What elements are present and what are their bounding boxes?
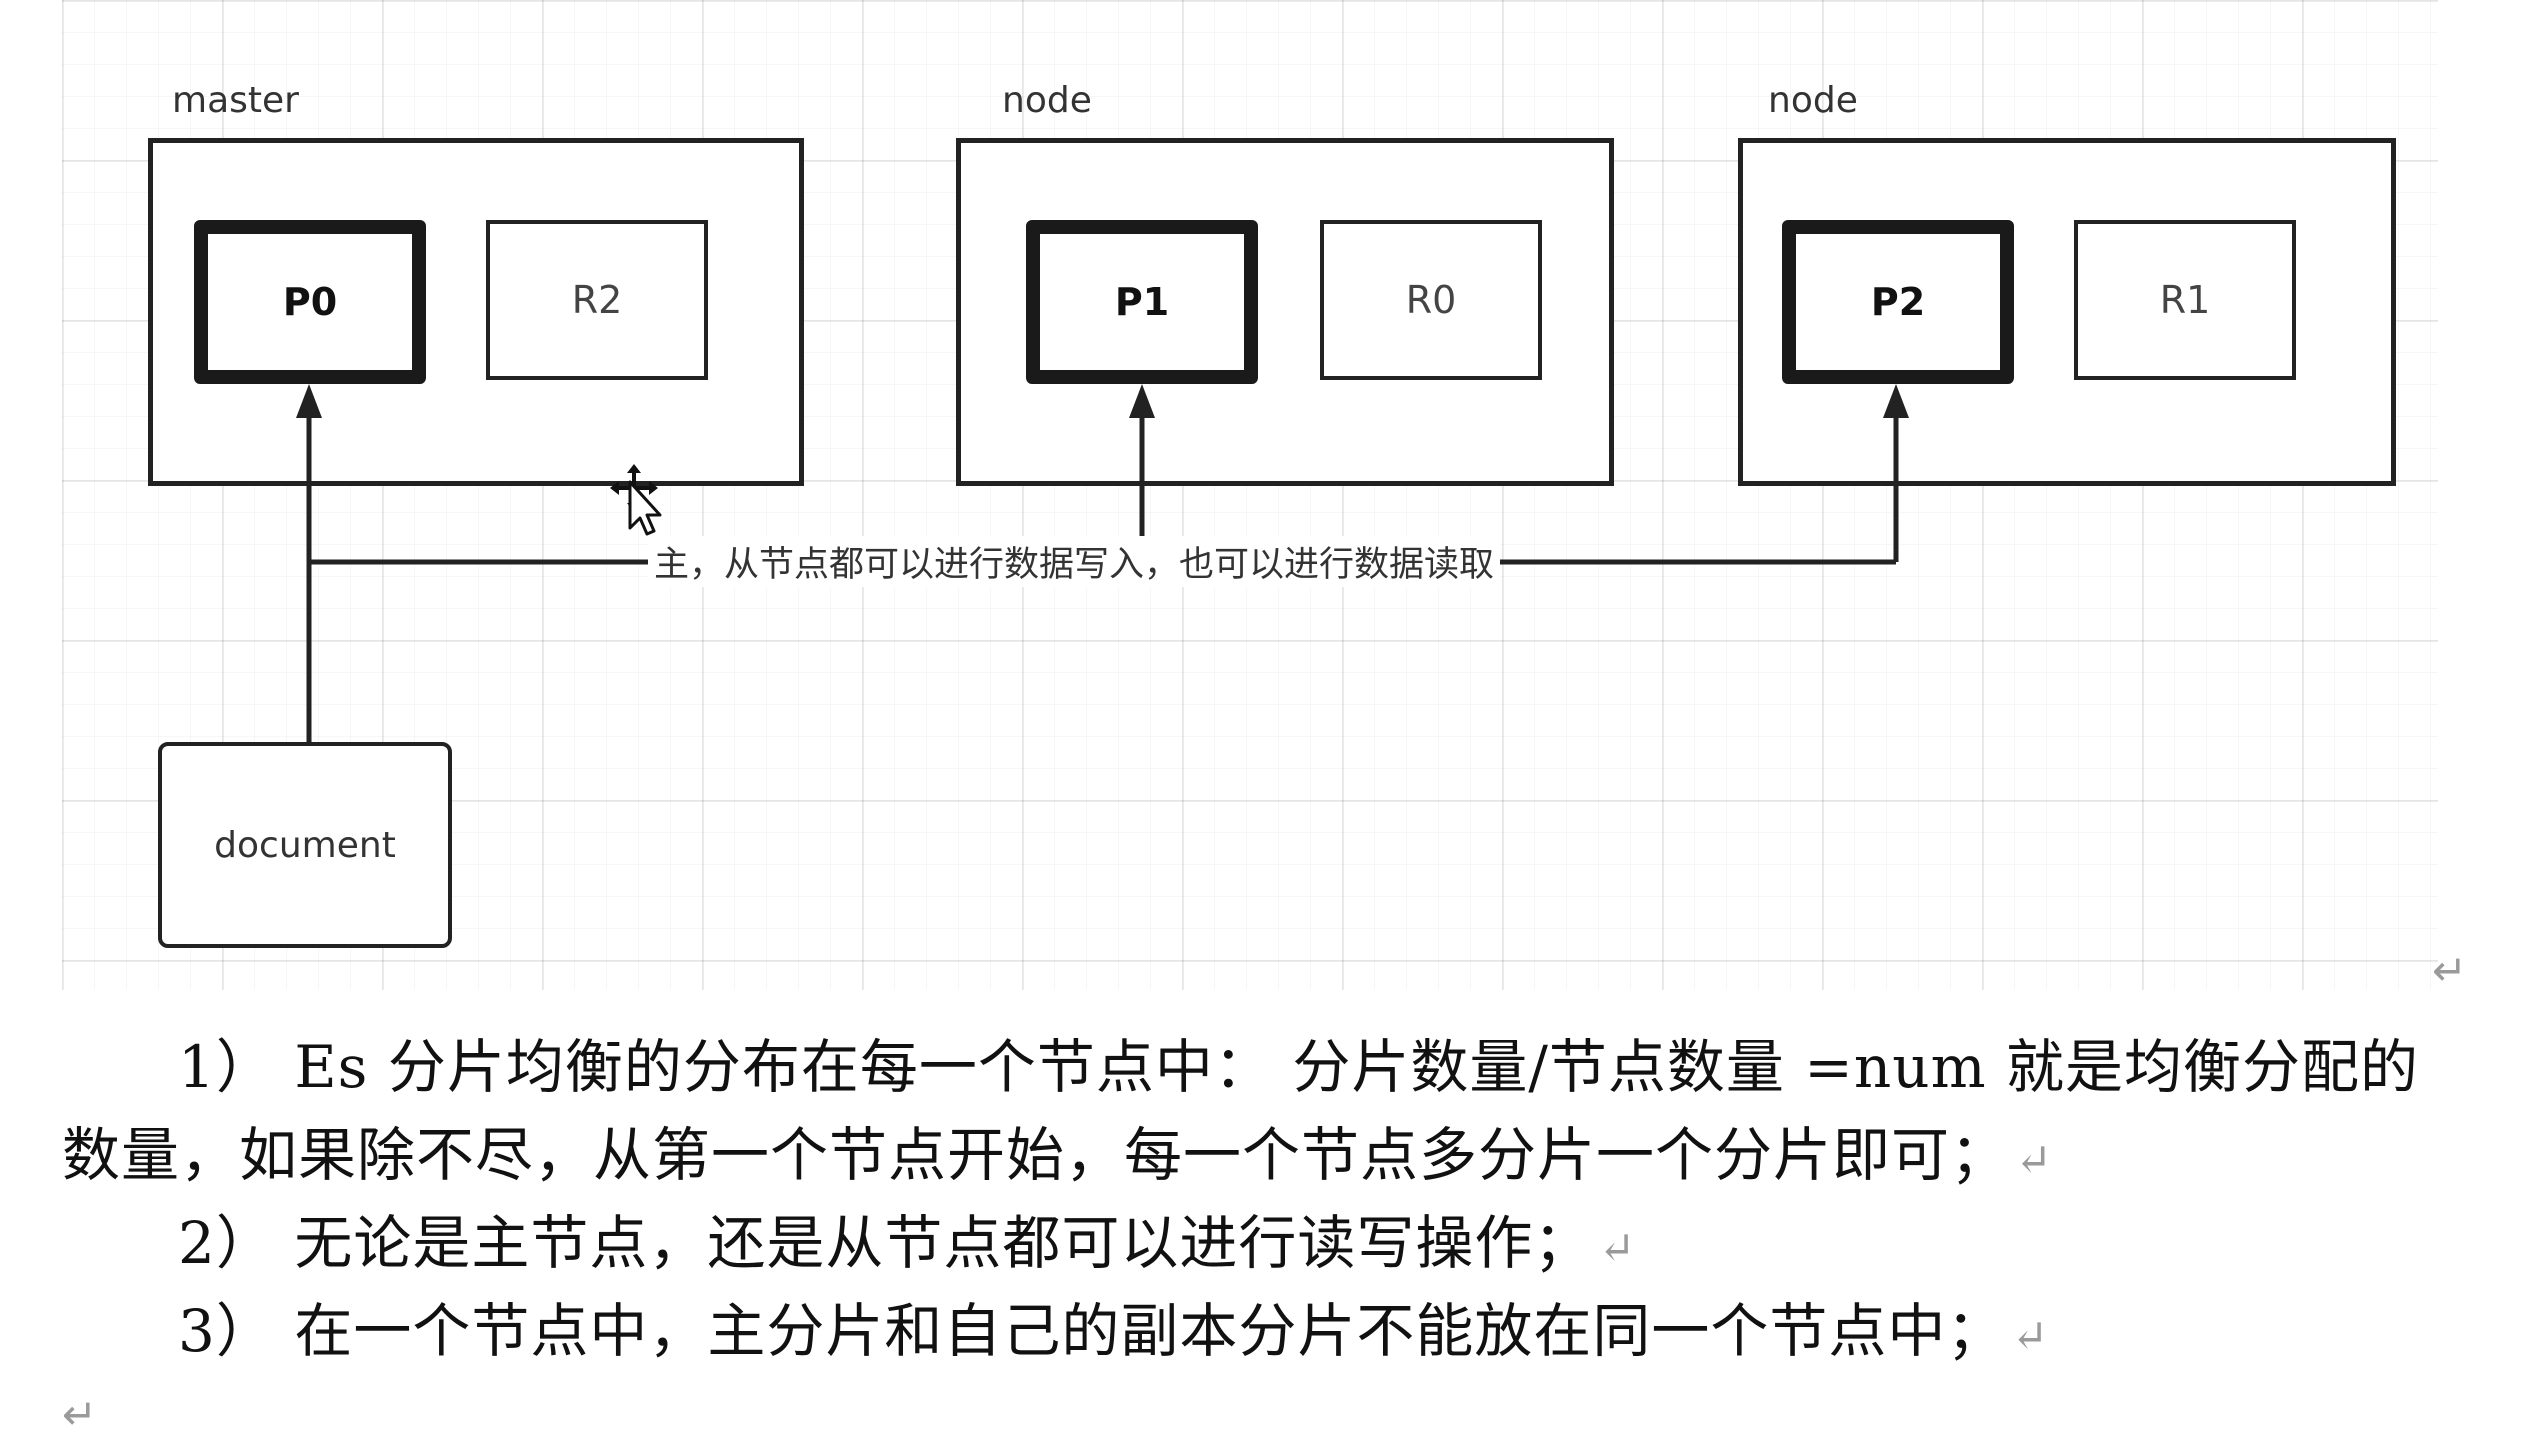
master-node-label: master	[172, 80, 299, 121]
note-1-line-1: 1） Es 分片均衡的分布在每一个节点中： 分片数量/节点数量 =num 就是均…	[62, 1020, 2419, 1104]
note-2-text: 无论是主节点，还是从节点都可以进行读写操作；	[294, 1209, 1593, 1277]
shard-r1: R1	[2074, 220, 2296, 380]
note-1-text-line-2: 数量，如果除不尽，从第一个节点开始，每一个节点多分片一个分片即可；	[62, 1121, 2010, 1189]
arrowhead-p1	[1129, 384, 1155, 418]
arrow-label: 主，从节点都可以进行数据写入，也可以进行数据读取	[648, 536, 1501, 587]
shard-r2: R2	[486, 220, 708, 380]
arrowhead-p0	[296, 384, 322, 418]
paragraph-mark: ↵	[1598, 1223, 1637, 1274]
node-2-label: node	[1002, 80, 1092, 121]
note-2: 2） 无论是主节点，还是从节点都可以进行读写操作；↵	[62, 1196, 1636, 1280]
arrowhead-p2	[1883, 384, 1909, 418]
note-1-text-line-1: Es 分片均衡的分布在每一个节点中： 分片数量/节点数量 =num 就是均衡分配…	[294, 1033, 2420, 1101]
paragraph-mark: ↵	[2011, 1311, 2050, 1362]
shard-p2: P2	[1782, 220, 2014, 384]
paragraph-mark: ↵	[62, 1390, 98, 1439]
paragraph-mark: ↵	[2015, 1135, 2053, 1186]
note-2-number: 2）	[178, 1209, 275, 1277]
note-1-line-2: 数量，如果除不尽，从第一个节点开始，每一个节点多分片一个分片即可；↵	[62, 1108, 2053, 1192]
shard-p1: P1	[1026, 220, 1258, 384]
shard-r0: R0	[1320, 220, 1542, 380]
shard-p0: P0	[194, 220, 426, 384]
note-3-number: 3）	[178, 1297, 275, 1365]
note-3-text: 在一个节点中，主分片和自己的副本分片不能放在同一个节点中；	[294, 1297, 2006, 1365]
paragraph-mark: ↵	[2432, 946, 2468, 995]
move-cursor-icon	[610, 464, 662, 536]
document-box: document	[158, 742, 452, 948]
node-3-label: node	[1768, 80, 1858, 121]
note-3: 3） 在一个节点中，主分片和自己的副本分片不能放在同一个节点中；↵	[62, 1284, 2049, 1368]
note-1-number: 1）	[178, 1033, 275, 1101]
